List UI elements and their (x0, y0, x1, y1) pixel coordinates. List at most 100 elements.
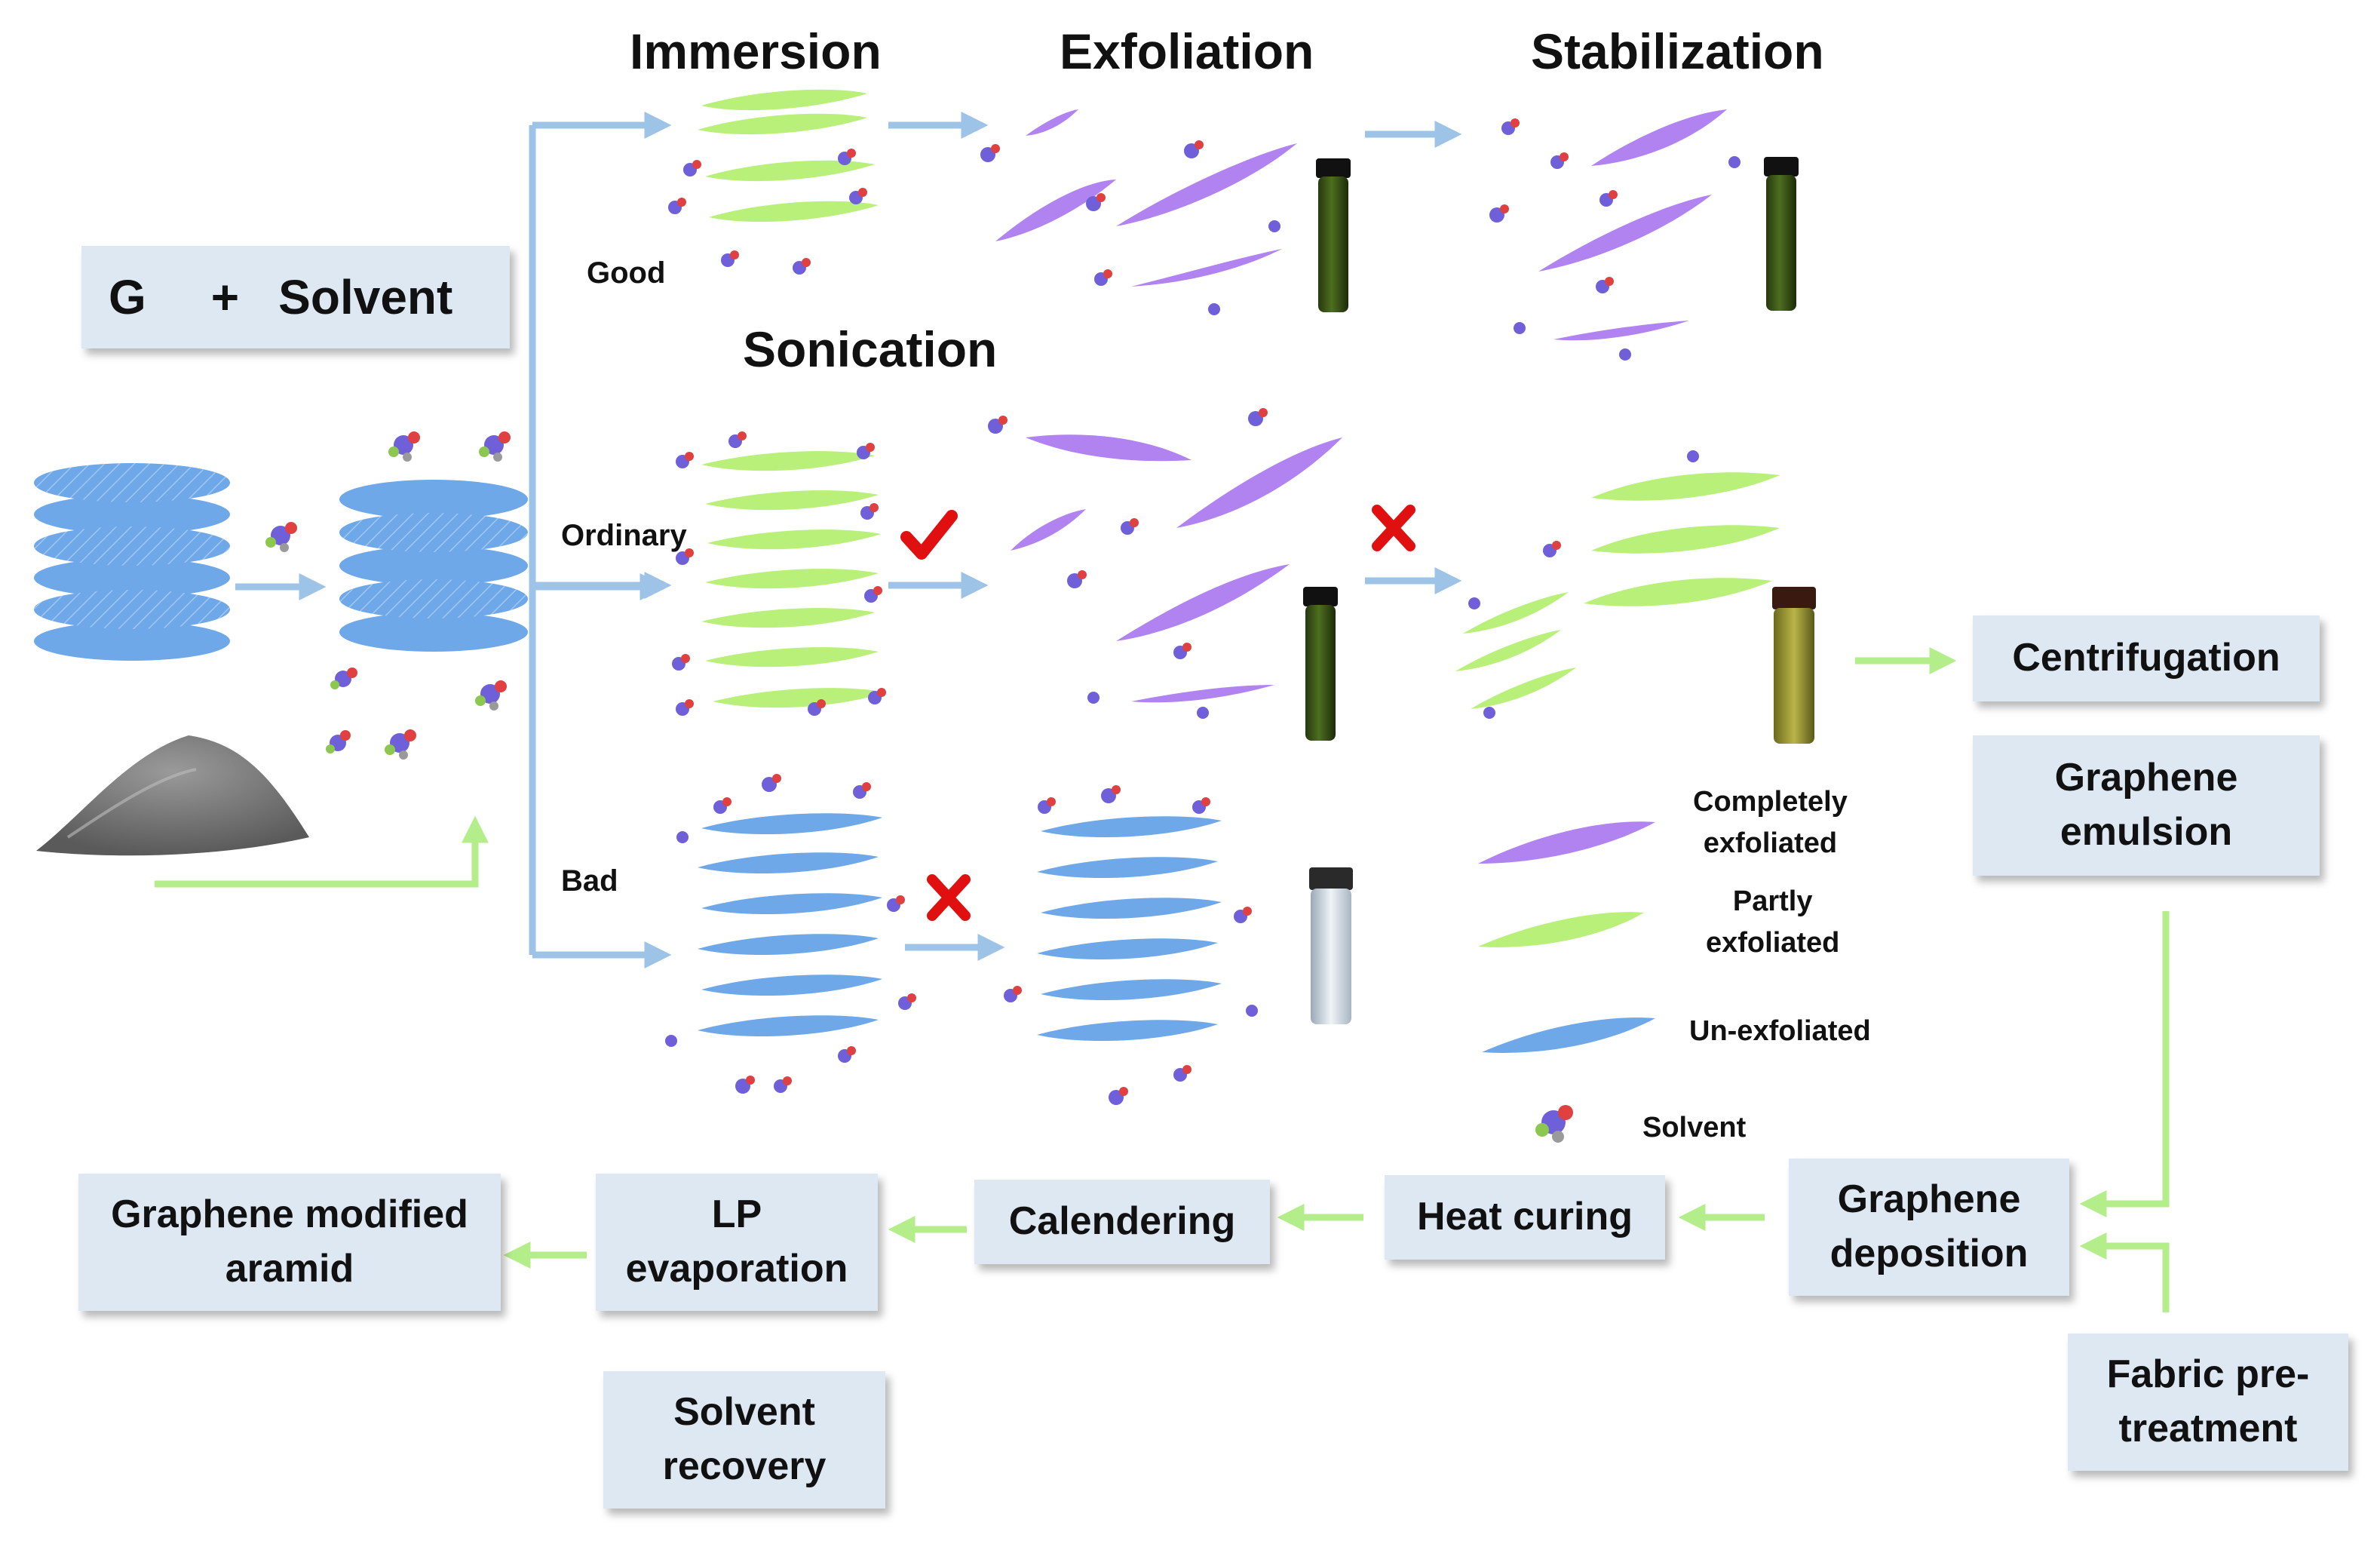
stage-title-sonication: Sonication (743, 321, 998, 377)
molecule-icon (1489, 204, 1509, 223)
molecule-icon (853, 782, 871, 799)
good-stabilization-sheets (1538, 109, 1727, 341)
molecule-icon (762, 774, 781, 792)
centrifugation-box: Centrifugation (1973, 615, 2320, 701)
vial-icon (1316, 158, 1351, 312)
bad-immersion-sheets (698, 813, 882, 1037)
molecule-icon (1004, 986, 1022, 1002)
check-mark-icon (900, 510, 958, 560)
start-box: G + Solvent (81, 246, 510, 348)
heat-curing-box: Heat curing (1385, 1175, 1665, 1260)
calendering-box: Calendering (974, 1180, 1270, 1264)
molecule-icon (1596, 277, 1614, 293)
legend-un-sheet-icon (1482, 1017, 1655, 1053)
molecule-icon (676, 831, 689, 843)
molecule-icon (475, 680, 507, 711)
molecule-icon (1687, 450, 1699, 462)
molecule-icon (388, 431, 420, 462)
molecule-icon (676, 548, 694, 565)
ordinary-stabilization-sheets (1455, 472, 1780, 709)
molecule-icon (1109, 1087, 1128, 1105)
legend-partly: Partly exfoliated (1706, 885, 1840, 959)
start-plus: + (210, 269, 240, 324)
good-immersion-sheets (698, 89, 879, 223)
molecule-icon (1087, 692, 1100, 704)
stage-title-exfoliation: Exfoliation (1060, 23, 1314, 79)
molecule-icon (1246, 1005, 1258, 1017)
legend-solvent: Solvent (1642, 1112, 1747, 1143)
molecule-icon (988, 416, 1008, 434)
molecule-icon (713, 797, 731, 814)
process-arrows (155, 647, 2170, 1312)
molecule-icon (1543, 541, 1561, 557)
molecule-icon (735, 1076, 755, 1094)
molecule-icon (728, 431, 747, 448)
molecule-icon (1208, 303, 1220, 315)
molecule-icon (1173, 643, 1192, 659)
molecule-icon (1468, 597, 1480, 609)
molecule-icon (1192, 797, 1210, 814)
molecule-icon (864, 586, 882, 603)
molecule-icon (1184, 140, 1204, 158)
vial-icon (1303, 587, 1338, 741)
molecule-icon (849, 188, 867, 204)
molecule-icon (808, 699, 826, 716)
molecule-icon (898, 993, 916, 1010)
legend-partly-sheet-icon (1478, 912, 1644, 947)
molecule-icon (1619, 348, 1631, 361)
graphite-stack-swollen-icon (339, 480, 528, 652)
ordinary-immersion-sheets (701, 451, 886, 708)
graphite-stack-icon (34, 463, 230, 661)
molecule-icon (1728, 156, 1741, 168)
molecules (265, 118, 1741, 1143)
powder-pile-icon (36, 735, 309, 856)
molecule-icon (721, 250, 739, 267)
molecule-icon (1268, 220, 1280, 232)
molecule-icon (672, 654, 690, 671)
start-solvent: Solvent (278, 269, 453, 324)
label-ordinary: Ordinary (561, 519, 687, 552)
cross-mark-icon (1372, 505, 1415, 551)
molecule-icon (668, 198, 686, 214)
molecule-icon (330, 668, 357, 689)
molecule-icon (676, 699, 694, 716)
bad-sonication-sheets (1037, 816, 1222, 1042)
molecule-icon (1514, 322, 1526, 334)
molecule-icon (1535, 1105, 1573, 1143)
molecule-icon (1483, 707, 1495, 719)
molecule-icon (1173, 1065, 1192, 1082)
legend-completely: Completely exfoliated (1693, 786, 1848, 860)
molecule-icon (1121, 518, 1139, 535)
molecule-icon (385, 729, 416, 760)
label-bad: Bad (561, 864, 618, 898)
good-exfoliation-sheets (995, 109, 1297, 287)
molecule-icon (479, 431, 511, 462)
molecule-icon (1234, 907, 1252, 923)
cross-mark-icon (927, 874, 971, 921)
molecule-icon (1550, 152, 1569, 169)
start-g: G (109, 269, 146, 324)
molecule-icon (683, 160, 701, 176)
vial-icon (1764, 157, 1799, 311)
molecule-icon (1038, 797, 1056, 814)
molecule-icon (1067, 570, 1087, 588)
molecule-icon (774, 1076, 792, 1093)
legend-un: Un-exfoliated (1689, 1015, 1871, 1047)
label-good: Good (587, 256, 666, 290)
molecule-icon (1101, 785, 1121, 803)
molecule-icon (887, 895, 905, 912)
stage-title-immersion: Immersion (630, 23, 882, 79)
molecule-icon (793, 258, 811, 275)
molecule-icon (1197, 707, 1209, 719)
molecule-icon (857, 443, 875, 459)
molecule-icon (676, 452, 694, 468)
molecule-icon (1248, 408, 1268, 426)
molecule-icon (860, 503, 879, 520)
